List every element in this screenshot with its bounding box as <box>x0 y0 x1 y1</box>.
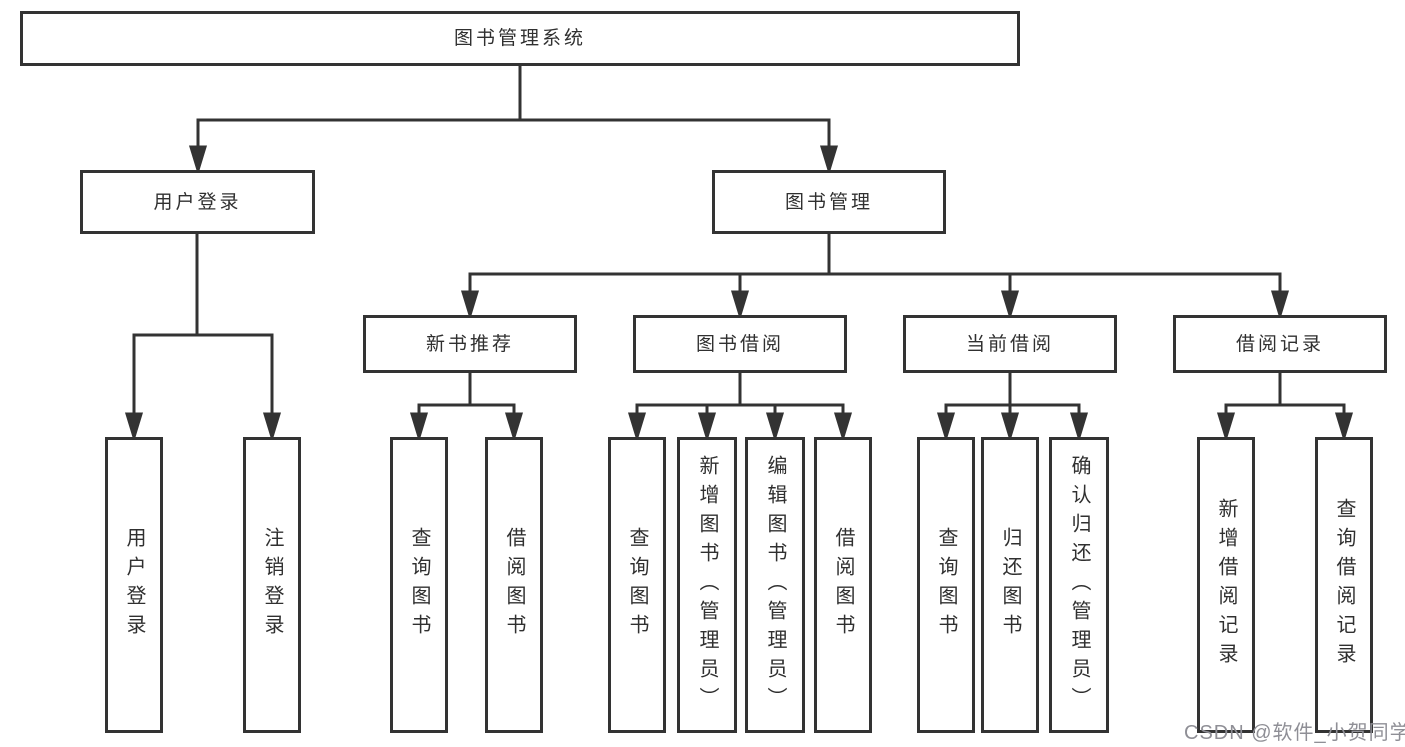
arrowhead <box>1216 412 1236 443</box>
arrowhead <box>1334 412 1354 443</box>
node-user-login: 用户登录 <box>80 170 315 234</box>
arrowhead <box>124 412 144 443</box>
arrowhead <box>697 412 717 443</box>
node-new-book-recommend: 新书推荐 <box>363 315 577 373</box>
leaf-borrow-borrow-books: 借阅图书 <box>814 437 872 733</box>
leaf-records-query-borrow-record: 查询借阅记录 <box>1315 437 1373 733</box>
arrowhead <box>1069 412 1089 443</box>
arrowhead <box>504 412 524 443</box>
leaf-records-add-borrow-record: 新增借阅记录 <box>1197 437 1255 733</box>
leaf-newrec-query-books: 查询图书 <box>390 437 448 733</box>
leaf-current-return-books: 归还图书 <box>981 437 1039 733</box>
arrowhead <box>262 412 282 443</box>
node-current-borrow: 当前借阅 <box>903 315 1117 373</box>
node-root-library-management-system: 图书管理系统 <box>20 11 1020 66</box>
leaf-borrow-add-books-admin: 新增图书（管理员） <box>677 437 737 733</box>
arrowhead <box>627 412 647 443</box>
arrowhead <box>730 290 750 321</box>
leaf-logout-login: 注销登录 <box>243 437 301 733</box>
node-borrow-records: 借阅记录 <box>1173 315 1387 373</box>
node-book-management: 图书管理 <box>712 170 946 234</box>
arrowhead <box>1270 290 1290 321</box>
leaf-borrow-edit-books-admin: 编辑图书（管理员） <box>745 437 805 733</box>
csdn-watermark: CSDN @软件_小贺同学 <box>1184 722 1405 744</box>
node-book-borrow: 图书借阅 <box>633 315 847 373</box>
leaf-current-confirm-return-admin: 确认归还（管理员） <box>1049 437 1109 733</box>
leaf-newrec-borrow-books: 借阅图书 <box>485 437 543 733</box>
arrowhead <box>409 412 429 443</box>
leaf-borrow-query-books: 查询图书 <box>608 437 666 733</box>
arrowhead <box>1000 290 1020 321</box>
arrowhead <box>188 145 208 176</box>
leaf-user-login: 用户登录 <box>105 437 163 733</box>
arrowhead <box>819 145 839 176</box>
leaf-current-query-books: 查询图书 <box>917 437 975 733</box>
arrowhead <box>460 290 480 321</box>
arrowhead <box>833 412 853 443</box>
arrowhead <box>936 412 956 443</box>
arrowhead <box>765 412 785 443</box>
arrowhead <box>1000 412 1020 443</box>
